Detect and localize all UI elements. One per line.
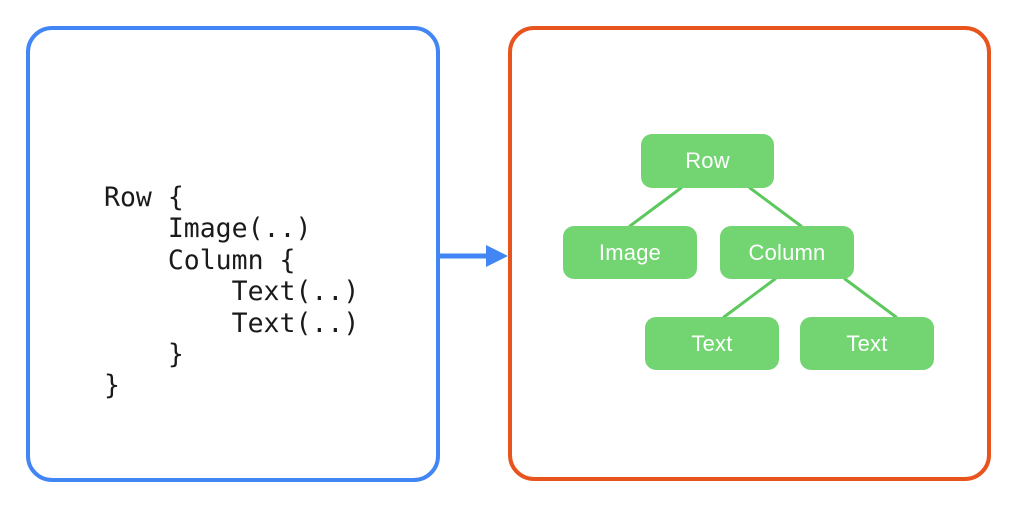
flow-arrow-icon [436, 245, 508, 267]
tree-node-column[interactable]: Column [720, 226, 854, 279]
tree-node-image[interactable]: Image [563, 226, 697, 279]
code-panel: Row { Image(..) Column { Text(..) Text(.… [26, 26, 440, 482]
tree-node-text-2[interactable]: Text [800, 317, 934, 370]
tree-node-row[interactable]: Row [641, 134, 774, 188]
tree-node-text-1[interactable]: Text [645, 317, 779, 370]
code-snippet: Row { Image(..) Column { Text(..) Text(.… [104, 182, 360, 402]
